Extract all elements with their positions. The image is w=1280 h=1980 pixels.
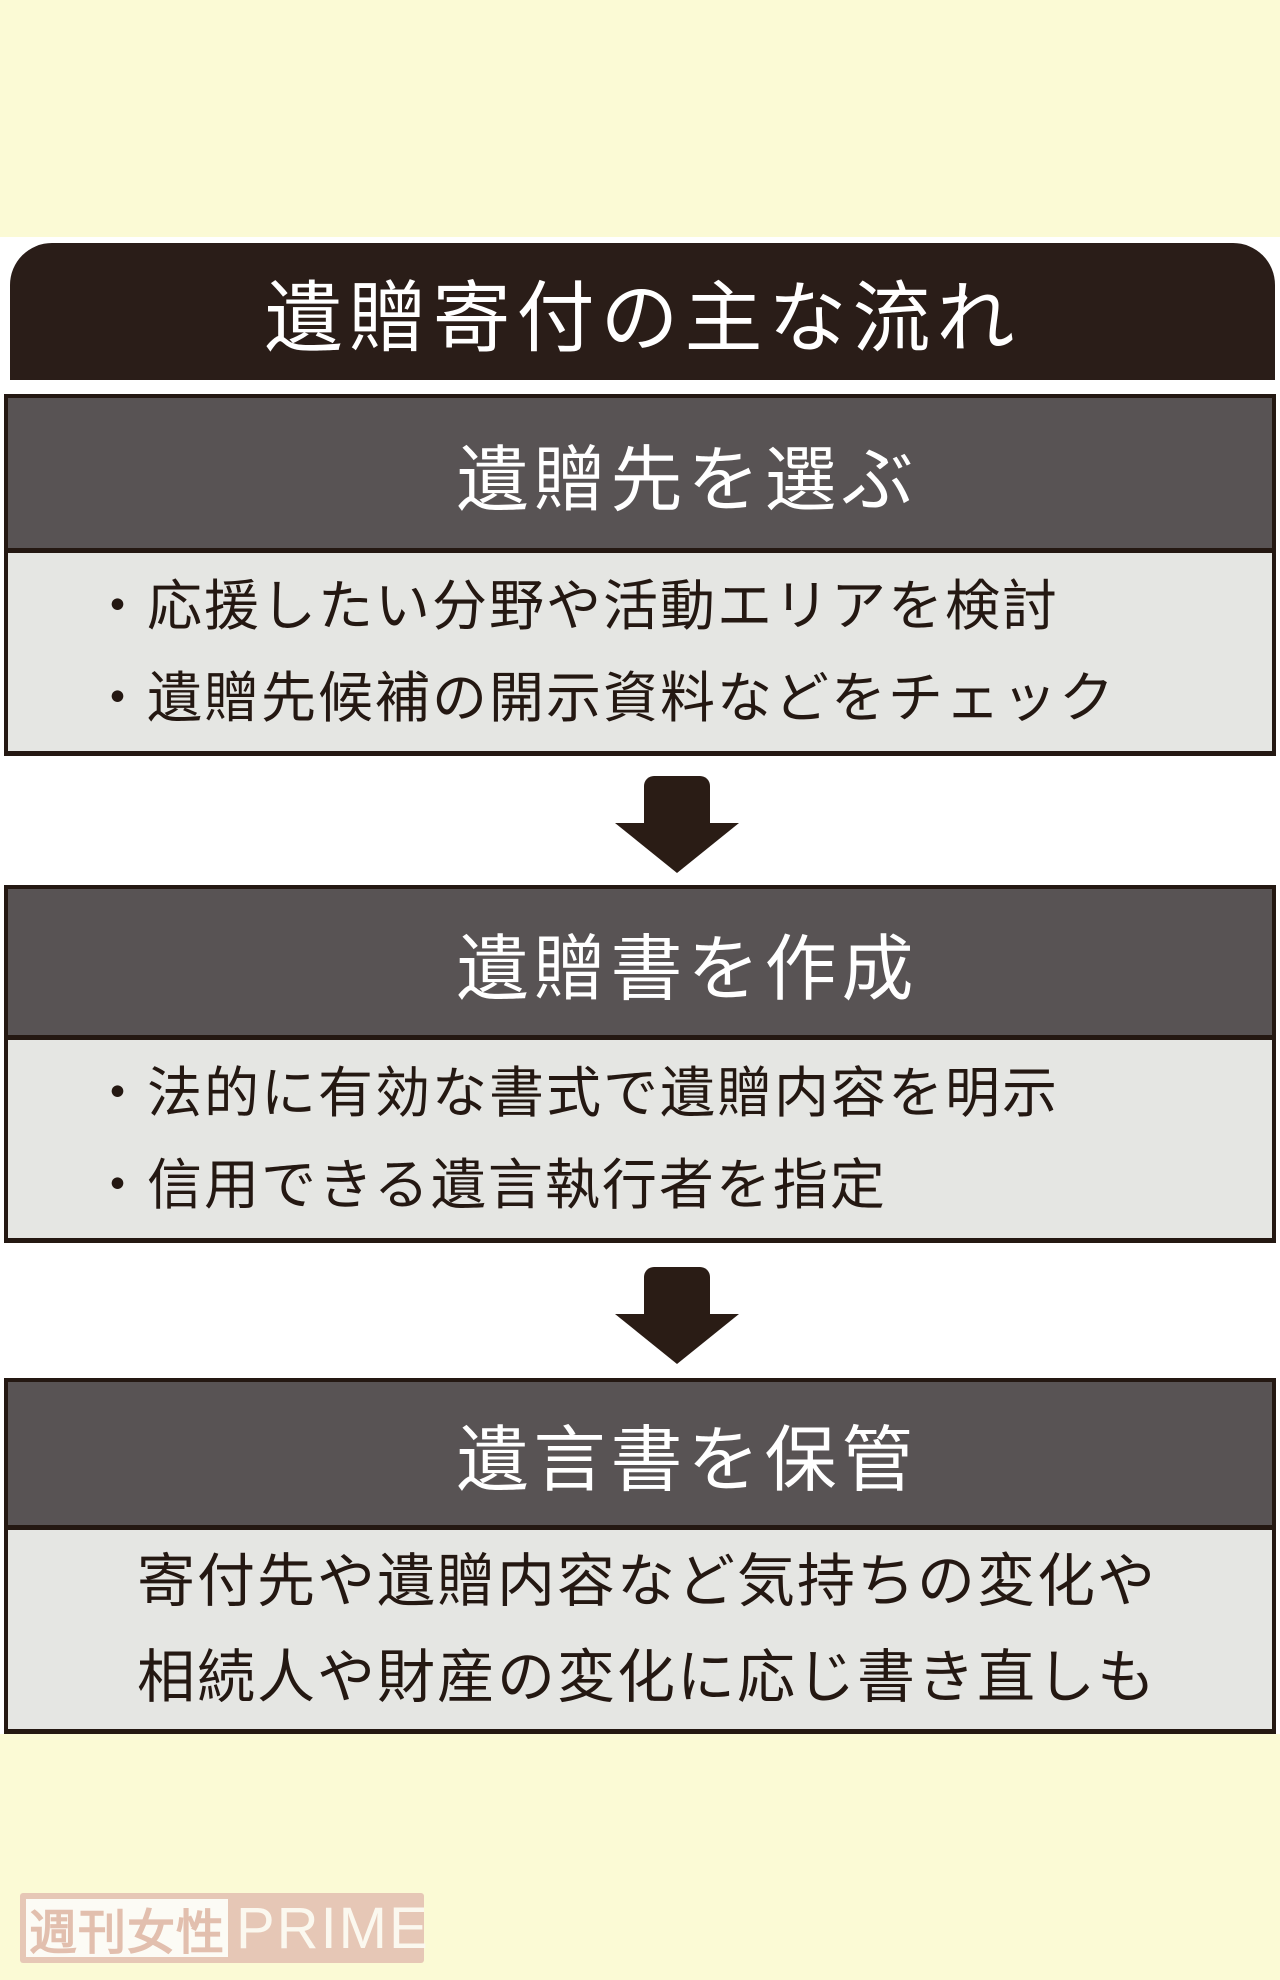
step-3-text-line-2: 相続人や財産の変化に応じ書き直しも bbox=[136, 1644, 1157, 1710]
down-arrow-shaft bbox=[644, 1267, 710, 1314]
diagram-title: 遺贈寄付の主な流れ bbox=[264, 273, 1021, 362]
diagram-title-bar: 遺贈寄付の主な流れ bbox=[10, 243, 1275, 380]
step-1-bullet-2: ・遺贈先候補の開示資料などをチェック bbox=[90, 667, 1117, 729]
step-1-bullet-1: ・応援したい分野や活動エリアを検討 bbox=[90, 575, 1060, 637]
step-2-body: ・法的に有効な書式で遺贈内容を明示 ・信用できる遺言執行者を指定 bbox=[4, 1040, 1276, 1243]
down-arrow-shaft bbox=[644, 776, 710, 823]
down-arrow-icon bbox=[615, 1267, 739, 1364]
step-2-bullet-2: ・信用できる遺言執行者を指定 bbox=[90, 1154, 887, 1216]
step-2-bullet-1: ・法的に有効な書式で遺贈内容を明示 bbox=[90, 1062, 1060, 1124]
publisher-logo-box: 週刊女性 bbox=[26, 1899, 228, 1960]
step-2-heading-bar: 遺贈書を作成 bbox=[4, 885, 1276, 1040]
step-3-body: 寄付先や遺贈内容など気持ちの変化や 相続人や財産の変化に応じ書き直しも bbox=[4, 1530, 1276, 1734]
step-3-heading-bar: 遺言書を保管 bbox=[4, 1378, 1276, 1530]
step-1-heading-bar: 遺贈先を選ぶ bbox=[4, 394, 1276, 553]
step-3-heading: 遺言書を保管 bbox=[456, 1421, 919, 1501]
step-1-section: 遺贈先を選ぶ ・応援したい分野や活動エリアを検討 ・遺贈先候補の開示資料などをチ… bbox=[4, 394, 1276, 756]
step-3-section: 遺言書を保管 寄付先や遺贈内容など気持ちの変化や 相続人や財産の変化に応じ書き直… bbox=[4, 1378, 1276, 1734]
down-arrow-icon bbox=[615, 776, 739, 873]
step-1-body: ・応援したい分野や活動エリアを検討 ・遺贈先候補の開示資料などをチェック bbox=[4, 553, 1276, 756]
step-2-heading: 遺贈書を作成 bbox=[456, 929, 919, 1010]
publisher-watermark: 週刊女性 PRIME bbox=[20, 1893, 428, 1963]
publisher-logo-text: 週刊女性 bbox=[28, 1907, 225, 1960]
down-arrow-head bbox=[615, 1314, 739, 1364]
step-1-heading: 遺贈先を選ぶ bbox=[456, 440, 919, 521]
step-3-text-line-1: 寄付先や遺贈内容など気持ちの変化や bbox=[136, 1548, 1157, 1614]
step-2-section: 遺贈書を作成 ・法的に有効な書式で遺贈内容を明示 ・信用できる遺言執行者を指定 bbox=[4, 885, 1276, 1243]
publisher-logo-suffix: PRIME bbox=[236, 1895, 430, 1961]
down-arrow-head bbox=[615, 823, 739, 873]
